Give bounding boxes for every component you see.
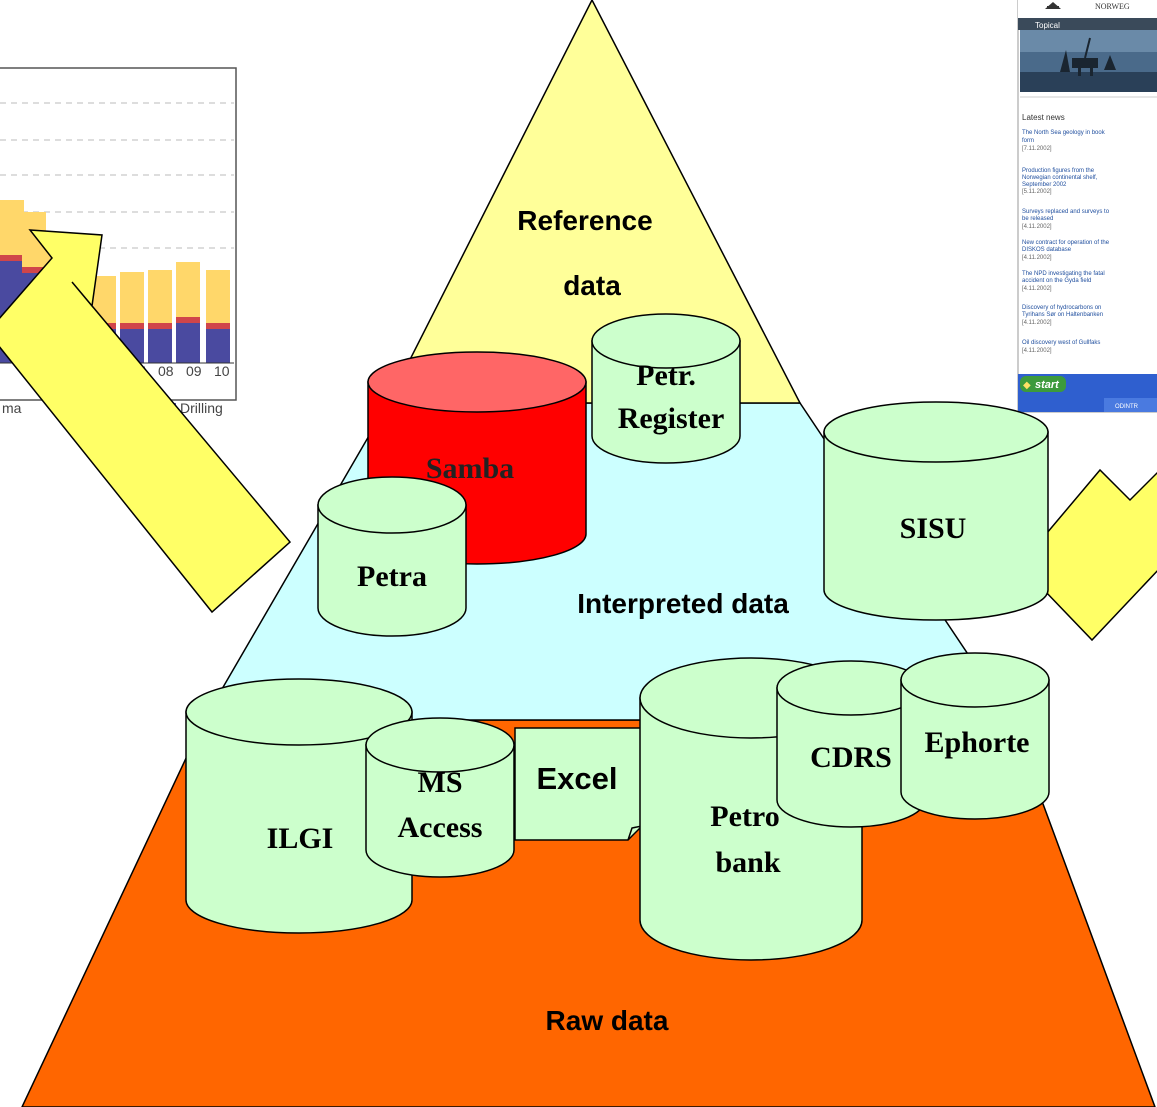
petr-register-database: Petr. Register — [591, 313, 741, 464]
brand-text: NORWEG — [1095, 2, 1130, 11]
taskbar-item-label[interactable]: ODINTR — [1115, 404, 1139, 410]
news-link-5-cont[interactable]: accident on the Gyda field — [1022, 278, 1091, 284]
ilgi-database: ILGI — [185, 678, 413, 934]
cdrs-database: CDRS — [776, 660, 926, 828]
ms-access-label-2: Access — [398, 811, 483, 844]
chart-bar-lower — [176, 323, 200, 363]
chart-bar-middle — [120, 323, 144, 329]
interpreted-label: Interpreted data — [577, 588, 789, 619]
windows-logo-icon: ◆ — [1023, 380, 1031, 391]
news-link-2[interactable]: Production figures from the — [1022, 168, 1095, 174]
chart-bar-middle — [0, 255, 24, 261]
news-link-2-cont[interactable]: Norwegian continental shelf, — [1022, 175, 1098, 181]
ephorte-label: Ephorte — [925, 726, 1030, 759]
chart-tick-09: 09 — [186, 363, 202, 379]
start-label[interactable]: start — [1035, 379, 1060, 391]
petra-database: Petra — [317, 476, 467, 637]
reference-label-2: data — [563, 270, 621, 301]
chart-bar-middle — [176, 317, 200, 323]
chart-bar-upper — [0, 200, 24, 255]
chart-legend-left: ma — [2, 400, 22, 416]
news-date-7: [4.11.2002] — [1022, 348, 1052, 354]
chart-tick-10: 10 — [214, 363, 230, 379]
oil-platform-photo — [1020, 30, 1157, 92]
news-date-6: [4.11.2002] — [1022, 320, 1052, 326]
news-link-1[interactable]: The North Sea geology in book — [1022, 130, 1106, 136]
news-date-4: [4.11.2002] — [1022, 255, 1052, 261]
petr-register-label-1: Petr. — [636, 359, 696, 392]
chart-bar-middle — [148, 323, 172, 329]
samba-label: Samba — [426, 452, 514, 485]
chart-bar-upper — [206, 270, 230, 323]
left-arrow — [0, 229, 292, 614]
chart-tick-08: 08 — [158, 363, 174, 379]
start-button[interactable] — [1020, 376, 1066, 392]
news-date-3: [4.11.2002] — [1022, 224, 1052, 230]
excel-document: Excel — [514, 727, 643, 841]
chart-bar-lower — [148, 329, 172, 363]
news-link-3[interactable]: Surveys replaced and surveys to — [1022, 209, 1110, 215]
news-date-1: [7.11.2002] — [1022, 146, 1052, 152]
latest-news-heading: Latest news — [1022, 113, 1065, 122]
cdrs-label: CDRS — [810, 741, 892, 774]
ms-access-label-1: MS — [418, 766, 463, 799]
excel-label: Excel — [536, 761, 617, 796]
news-link-7[interactable]: Oil discovery west of Gullfaks — [1022, 340, 1100, 346]
tab-topical[interactable]: Topical — [1035, 21, 1060, 30]
chart-bar-upper — [120, 272, 144, 323]
news-link-1-cont[interactable]: form — [1022, 138, 1034, 144]
news-link-4[interactable]: New contract for operation of the — [1022, 240, 1110, 246]
news-link-5[interactable]: The NPD investigating the fatal — [1022, 271, 1105, 277]
raw-label: Raw data — [546, 1005, 669, 1036]
chart-bar-upper — [148, 270, 172, 323]
news-link-2-cont2[interactable]: September 2002 — [1022, 182, 1067, 188]
right-arrow — [1018, 468, 1157, 642]
news-link-3-cont[interactable]: be released — [1022, 216, 1053, 222]
news-date-5: [4.11.2002] — [1022, 286, 1052, 292]
chart-bar-lower — [206, 329, 230, 363]
npd-logo — [1045, 2, 1061, 9]
sisu-database: SISU — [823, 401, 1049, 621]
chart-bar-middle — [22, 267, 46, 273]
taskbar-item[interactable] — [1104, 398, 1157, 412]
petrobank-label-1: Petro — [710, 800, 779, 833]
news-link-6-cont[interactable]: Tyrihans Sør on Haltenbanken — [1022, 312, 1103, 318]
news-date-2: [5.11.2002] — [1022, 189, 1052, 195]
chart-legend-drilling: Drilling — [180, 400, 223, 416]
petra-label: Petra — [357, 560, 427, 593]
ephorte-database: Ephorte — [900, 652, 1050, 820]
reference-label-1: Reference — [517, 205, 652, 236]
sisu-label: SISU — [900, 512, 967, 545]
ms-access-database: MS Access — [365, 717, 515, 878]
website-inset: NORWEG Topical Latest news The North Sea… — [1017, 0, 1157, 413]
news-link-6[interactable]: Discovery of hydrocarbons on — [1022, 305, 1101, 311]
ilgi-label: ILGI — [267, 822, 334, 855]
news-link-4-cont[interactable]: DISKOS database — [1022, 247, 1072, 253]
petr-register-label-2: Register — [618, 402, 725, 435]
chart-bar-upper — [176, 262, 200, 317]
chart-bar-middle — [206, 323, 230, 329]
petrobank-label-2: bank — [715, 846, 780, 879]
